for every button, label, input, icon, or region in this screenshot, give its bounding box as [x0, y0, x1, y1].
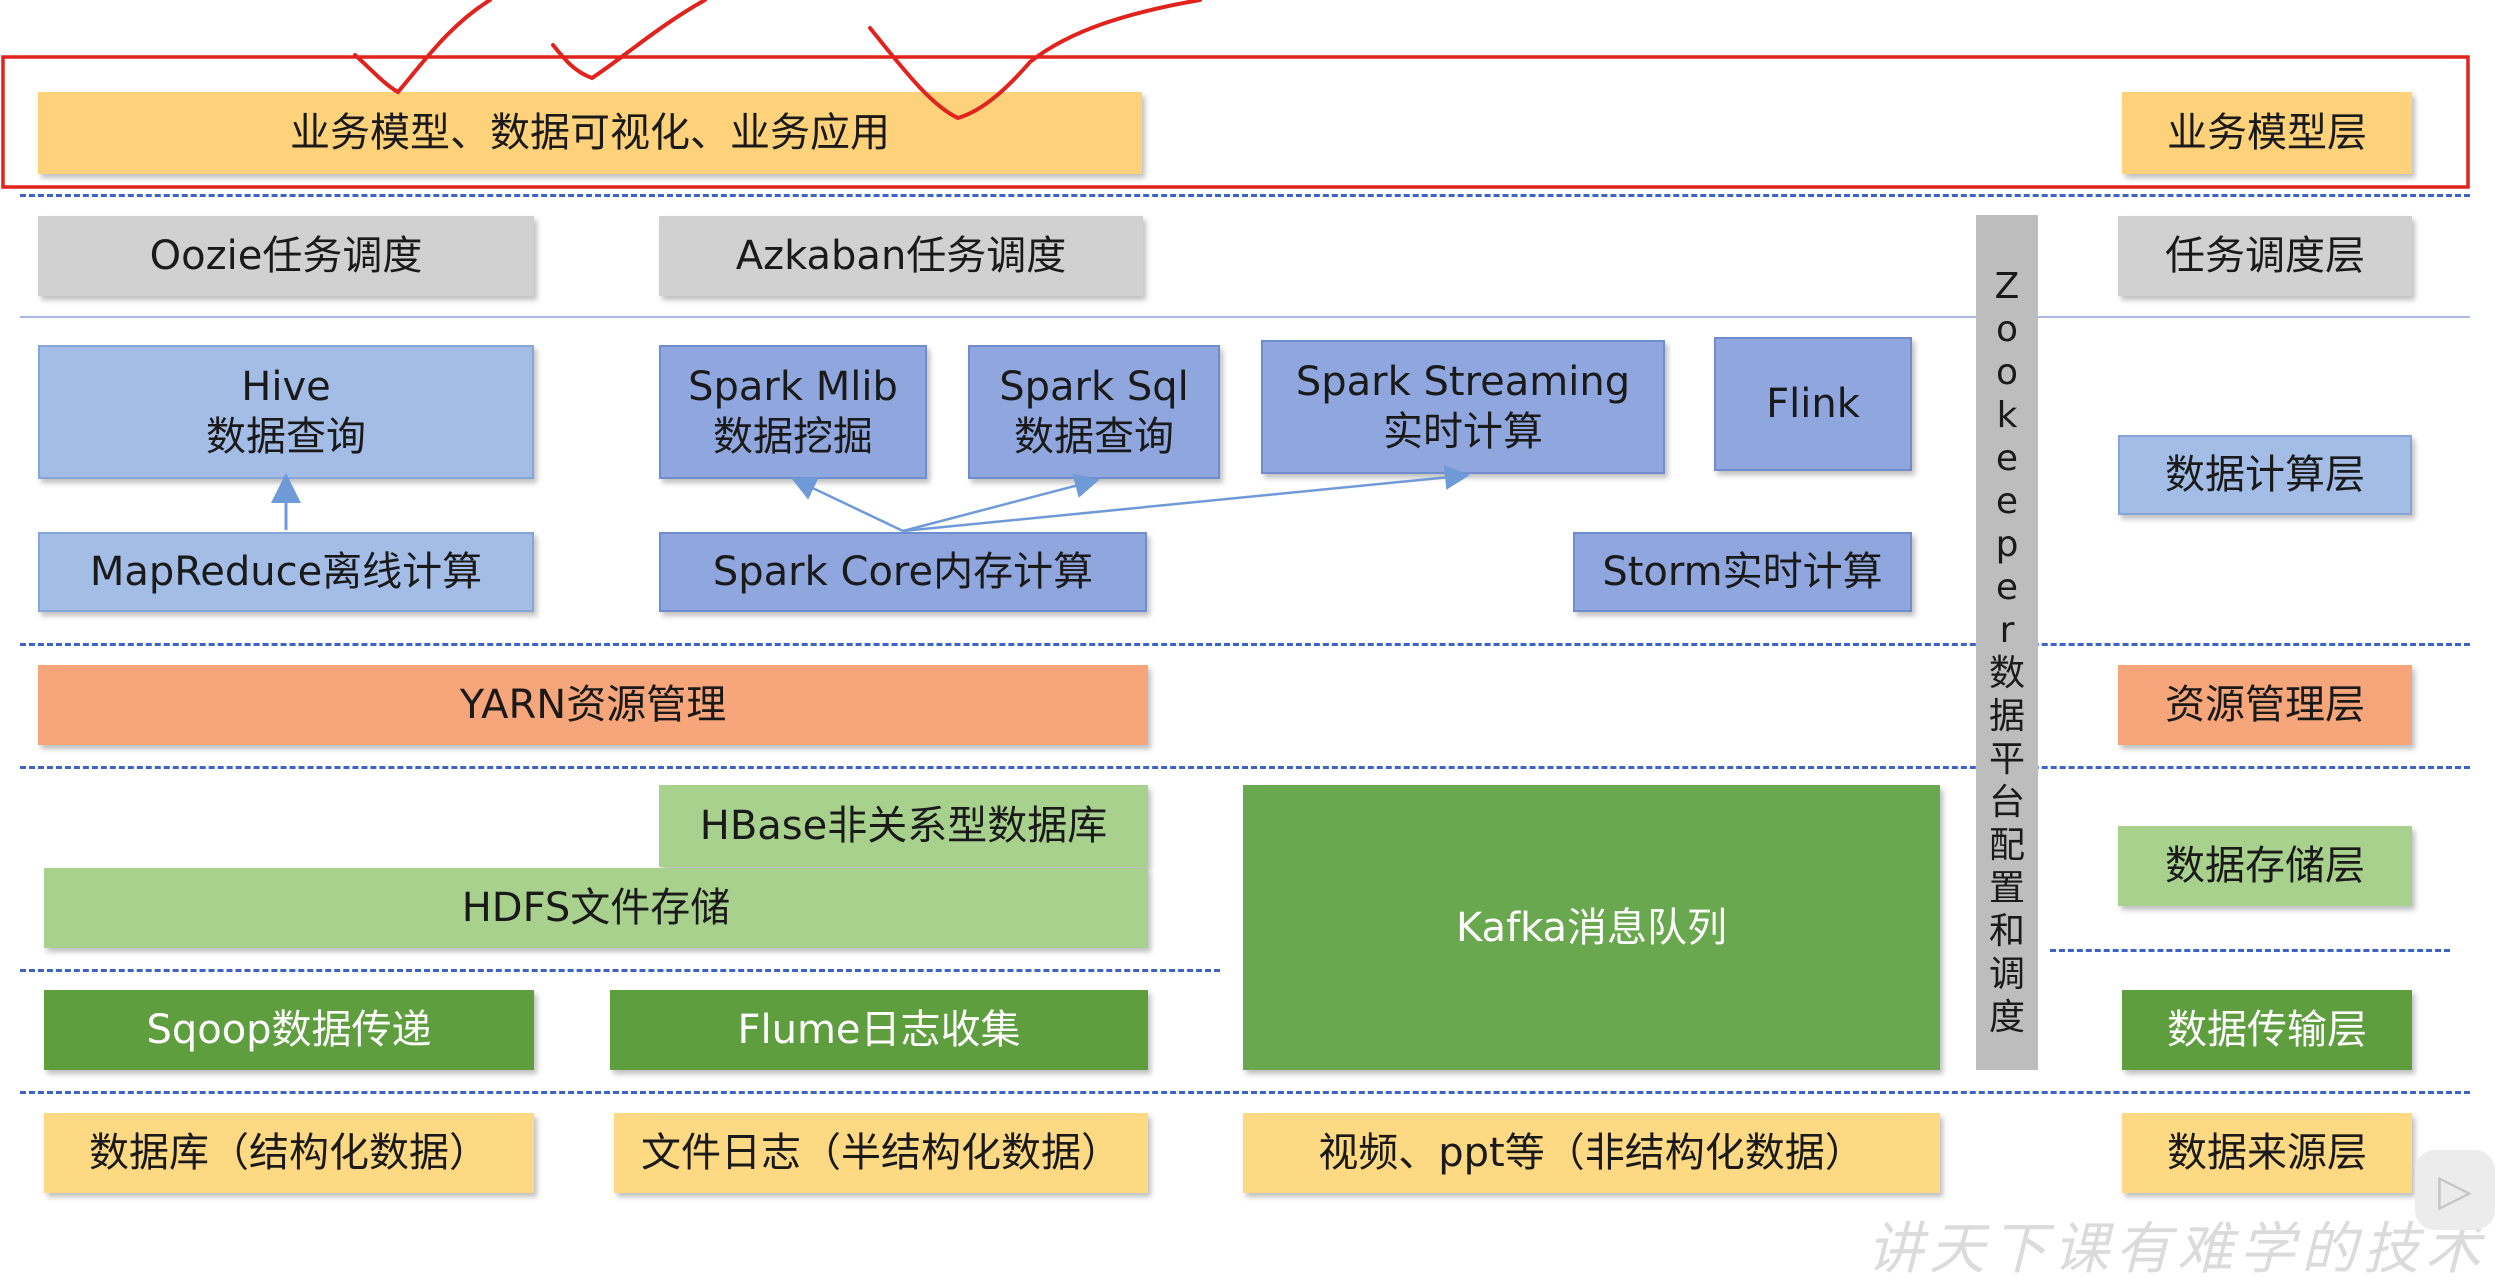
zookeeper-char: 度	[1988, 997, 2025, 1038]
database-source-box: 数据库（结构化数据）	[44, 1113, 534, 1193]
azkaban-box: Azkaban任务调度	[659, 216, 1143, 296]
spark-streaming-box: Spark Streaming 实时计算	[1261, 340, 1665, 474]
layer-label-resource: 资源管理层	[2118, 665, 2412, 745]
zookeeper-char: k	[1996, 395, 2018, 436]
spark-sql-box: Spark Sql 数据查询	[968, 345, 1220, 479]
separator-line	[2050, 949, 2450, 952]
layer-label-source: 数据来源层	[2122, 1113, 2412, 1193]
arrow-core-to-mlib	[790, 477, 904, 533]
highlight-rectangle	[1, 55, 2470, 189]
flume-box: Flume日志收集	[610, 990, 1148, 1070]
red-check-mark	[353, 0, 492, 95]
red-check-mark	[868, 0, 1202, 121]
spark-mlib-box: Spark Mlib 数据挖掘	[659, 345, 927, 479]
business-application-box: 业务模型、数据可视化、业务应用	[38, 92, 1142, 174]
oozie-box: Oozie任务调度	[38, 216, 534, 296]
spark-mlib-subtitle: 数据挖掘	[713, 414, 873, 460]
zookeeper-char: 数	[1988, 653, 2025, 694]
arrow-core-to-sql	[902, 473, 1100, 533]
zookeeper-char: 配	[1988, 825, 2025, 866]
flink-box: Flink	[1714, 337, 1912, 471]
separator-line	[20, 643, 2470, 646]
spark-sql-title: Spark Sql	[999, 364, 1189, 410]
hdfs-box: HDFS文件存储	[44, 868, 1148, 948]
log-source-box: 文件日志（半结构化数据）	[614, 1113, 1148, 1193]
storm-box: Storm实时计算	[1573, 532, 1912, 612]
kafka-box: Kafka消息队列	[1243, 785, 1940, 1070]
video-source-box: 视频、ppt等（非结构化数据）	[1243, 1113, 1940, 1193]
hive-subtitle: 数据查询	[206, 414, 366, 460]
separator-line	[20, 766, 2470, 769]
hive-box: Hive 数据查询	[38, 345, 534, 479]
arrow-core-to-streaming	[902, 465, 1470, 533]
zookeeper-char: 置	[1988, 868, 2025, 909]
separator-line	[20, 194, 2470, 197]
zookeeper-char: 平	[1988, 739, 2025, 780]
separator-line	[20, 969, 1220, 972]
spark-streaming-title: Spark Streaming	[1295, 359, 1631, 405]
layer-label-compute: 数据计算层	[2118, 435, 2412, 515]
hive-title: Hive	[241, 364, 331, 410]
zookeeper-char: e	[1995, 481, 2019, 522]
zookeeper-char: r	[1999, 610, 2015, 651]
spark-sql-subtitle: 数据查询	[1014, 414, 1174, 460]
red-check-mark	[551, 0, 707, 81]
zookeeper-char: e	[1995, 438, 2019, 479]
spark-mlib-title: Spark Mlib	[688, 364, 898, 410]
yarn-box: YARN资源管理	[38, 665, 1148, 745]
mapreduce-box: MapReduce离线计算	[38, 532, 534, 612]
zookeeper-char: e	[1995, 567, 2019, 608]
hbase-box: HBase非关系型数据库	[659, 785, 1148, 867]
layer-label-scheduling: 任务调度层	[2118, 216, 2412, 296]
zookeeper-char: 和	[1988, 911, 2025, 952]
zookeeper-char: Z	[1994, 266, 2020, 307]
zookeeper-char: 台	[1988, 782, 2025, 823]
zookeeper-char: 调	[1988, 954, 2025, 995]
zookeeper-char: p	[1995, 524, 2019, 565]
separator-line	[20, 316, 2470, 318]
layer-label-transport: 数据传输层	[2122, 990, 2412, 1070]
spark-core-box: Spark Core内存计算	[659, 532, 1147, 612]
layer-label-business: 业务模型层	[2122, 92, 2412, 174]
play-icon[interactable]: ▷	[2415, 1150, 2495, 1230]
zookeeper-char: o	[1995, 309, 2019, 350]
separator-line	[20, 1091, 2470, 1094]
watermark: 讲天下课有难学的技术	[1867, 1217, 2487, 1282]
layer-label-storage: 数据存储层	[2118, 826, 2412, 906]
sqoop-box: Sqoop数据传递	[44, 990, 534, 1070]
zookeeper-char: 据	[1988, 696, 2025, 737]
zookeeper-char: o	[1995, 352, 2019, 393]
spark-streaming-subtitle: 实时计算	[1383, 409, 1543, 455]
